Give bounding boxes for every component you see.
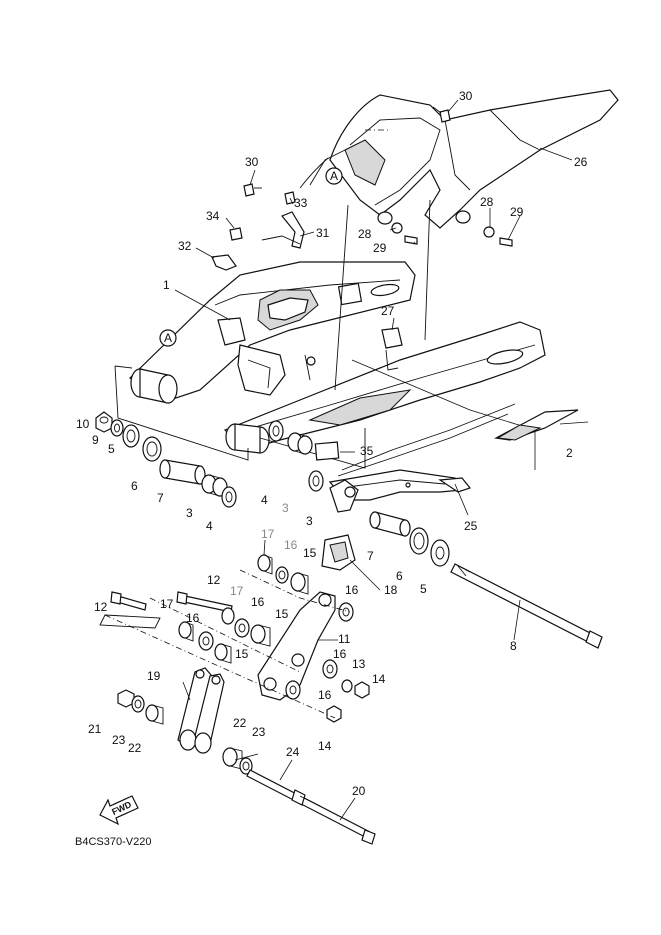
linkage-bushings — [110, 554, 370, 775]
callout-labels: 30 26 30 33 28 29 28 29 34 31 32 1 27 10… — [76, 89, 588, 798]
callout-1: 1 — [163, 278, 170, 292]
callout-16: 16 — [333, 647, 347, 661]
assembly-outline-left — [114, 365, 249, 461]
callout-14: 14 — [318, 739, 332, 753]
callout-16: 16 — [345, 583, 359, 597]
svg-text:A: A — [164, 331, 172, 345]
callout-16: 16 — [186, 611, 200, 625]
linkage-outline-1 — [99, 614, 161, 629]
callout-29: 29 — [373, 241, 387, 255]
callout-30: 30 — [245, 155, 259, 169]
top-hardware — [211, 106, 513, 371]
callout-35: 35 — [360, 444, 374, 458]
callout-34: 34 — [206, 209, 220, 223]
callout-6: 6 — [396, 569, 403, 583]
callout-23: 23 — [112, 733, 126, 747]
linkage-centerline-1 — [104, 614, 336, 719]
callout-29: 29 — [510, 205, 524, 219]
callout-32: 32 — [178, 239, 192, 253]
callout-20: 20 — [352, 784, 366, 798]
callout-16: 16 — [284, 538, 298, 552]
callout-15: 15 — [303, 546, 317, 560]
callout-3: 3 — [282, 501, 289, 515]
callout-4: 4 — [261, 493, 268, 507]
ref-marker-a-top: A — [325, 167, 343, 185]
callout-3: 3 — [186, 506, 193, 520]
callout-15: 15 — [275, 607, 289, 621]
callout-16: 16 — [318, 688, 332, 702]
callout-14: 14 — [372, 672, 386, 686]
callout-7: 7 — [157, 491, 164, 505]
callout-5: 5 — [108, 442, 115, 456]
callout-11: 11 — [338, 632, 351, 646]
bracket-part-18 — [321, 534, 356, 571]
bolt-part-20 — [246, 769, 376, 845]
callout-4: 4 — [206, 519, 213, 533]
callout-3: 3 — [306, 514, 313, 528]
callout-33: 33 — [294, 196, 308, 210]
assembly-outline-left-2 — [114, 365, 133, 369]
callout-21: 21 — [88, 722, 102, 736]
callout-9: 9 — [92, 433, 99, 447]
chain-guard-part-2 — [494, 409, 579, 441]
callout-6: 6 — [131, 479, 138, 493]
callout-23: 23 — [252, 725, 266, 739]
rear-arm-part-1 — [129, 261, 546, 454]
callout-12: 12 — [94, 600, 108, 614]
chain-support-part-25 — [328, 403, 516, 513]
callout-17: 17 — [160, 597, 174, 611]
chainguard-lead — [351, 359, 536, 470]
pivot-right-parts — [268, 420, 603, 649]
callout-8: 8 — [510, 639, 517, 653]
callout-17: 17 — [261, 527, 275, 541]
callout-27: 27 — [381, 304, 395, 318]
callout-24: 24 — [286, 745, 300, 759]
callout-10: 10 — [76, 417, 90, 431]
callout-2: 2 — [566, 446, 573, 460]
callout-22: 22 — [233, 716, 247, 730]
fwd-arrow-icon: FWD — [99, 795, 139, 826]
callout-12: 12 — [207, 573, 221, 587]
callout-22: 22 — [128, 741, 142, 755]
callout-18: 18 — [384, 583, 398, 597]
linkage-centerline-3 — [239, 569, 351, 613]
callout-17: 17 — [230, 584, 244, 598]
pivot-left-parts — [95, 411, 237, 508]
diagram-code: B4CS370-V220 — [75, 836, 151, 848]
callout-30: 30 — [459, 89, 473, 103]
callout-15: 15 — [235, 647, 249, 661]
callout-26: 26 — [574, 155, 588, 169]
callout-31: 31 — [316, 226, 330, 240]
connecting-rod-part-19 — [177, 667, 225, 754]
svg-text:A: A — [330, 169, 338, 183]
callout-28: 28 — [480, 195, 494, 209]
callout-25: 25 — [464, 519, 478, 533]
callout-7: 7 — [367, 549, 374, 563]
callout-16: 16 — [251, 595, 265, 609]
linkage-centerline-2 — [149, 597, 301, 673]
callout-13: 13 — [352, 657, 366, 671]
fender-ref-lines — [334, 199, 431, 391]
rear-fender-part-26 — [299, 89, 619, 229]
callout-28: 28 — [358, 227, 372, 241]
callout-19: 19 — [147, 669, 161, 683]
ref-marker-a-left: A — [159, 329, 177, 347]
leader-lines — [174, 99, 589, 821]
callout-5: 5 — [420, 582, 427, 596]
